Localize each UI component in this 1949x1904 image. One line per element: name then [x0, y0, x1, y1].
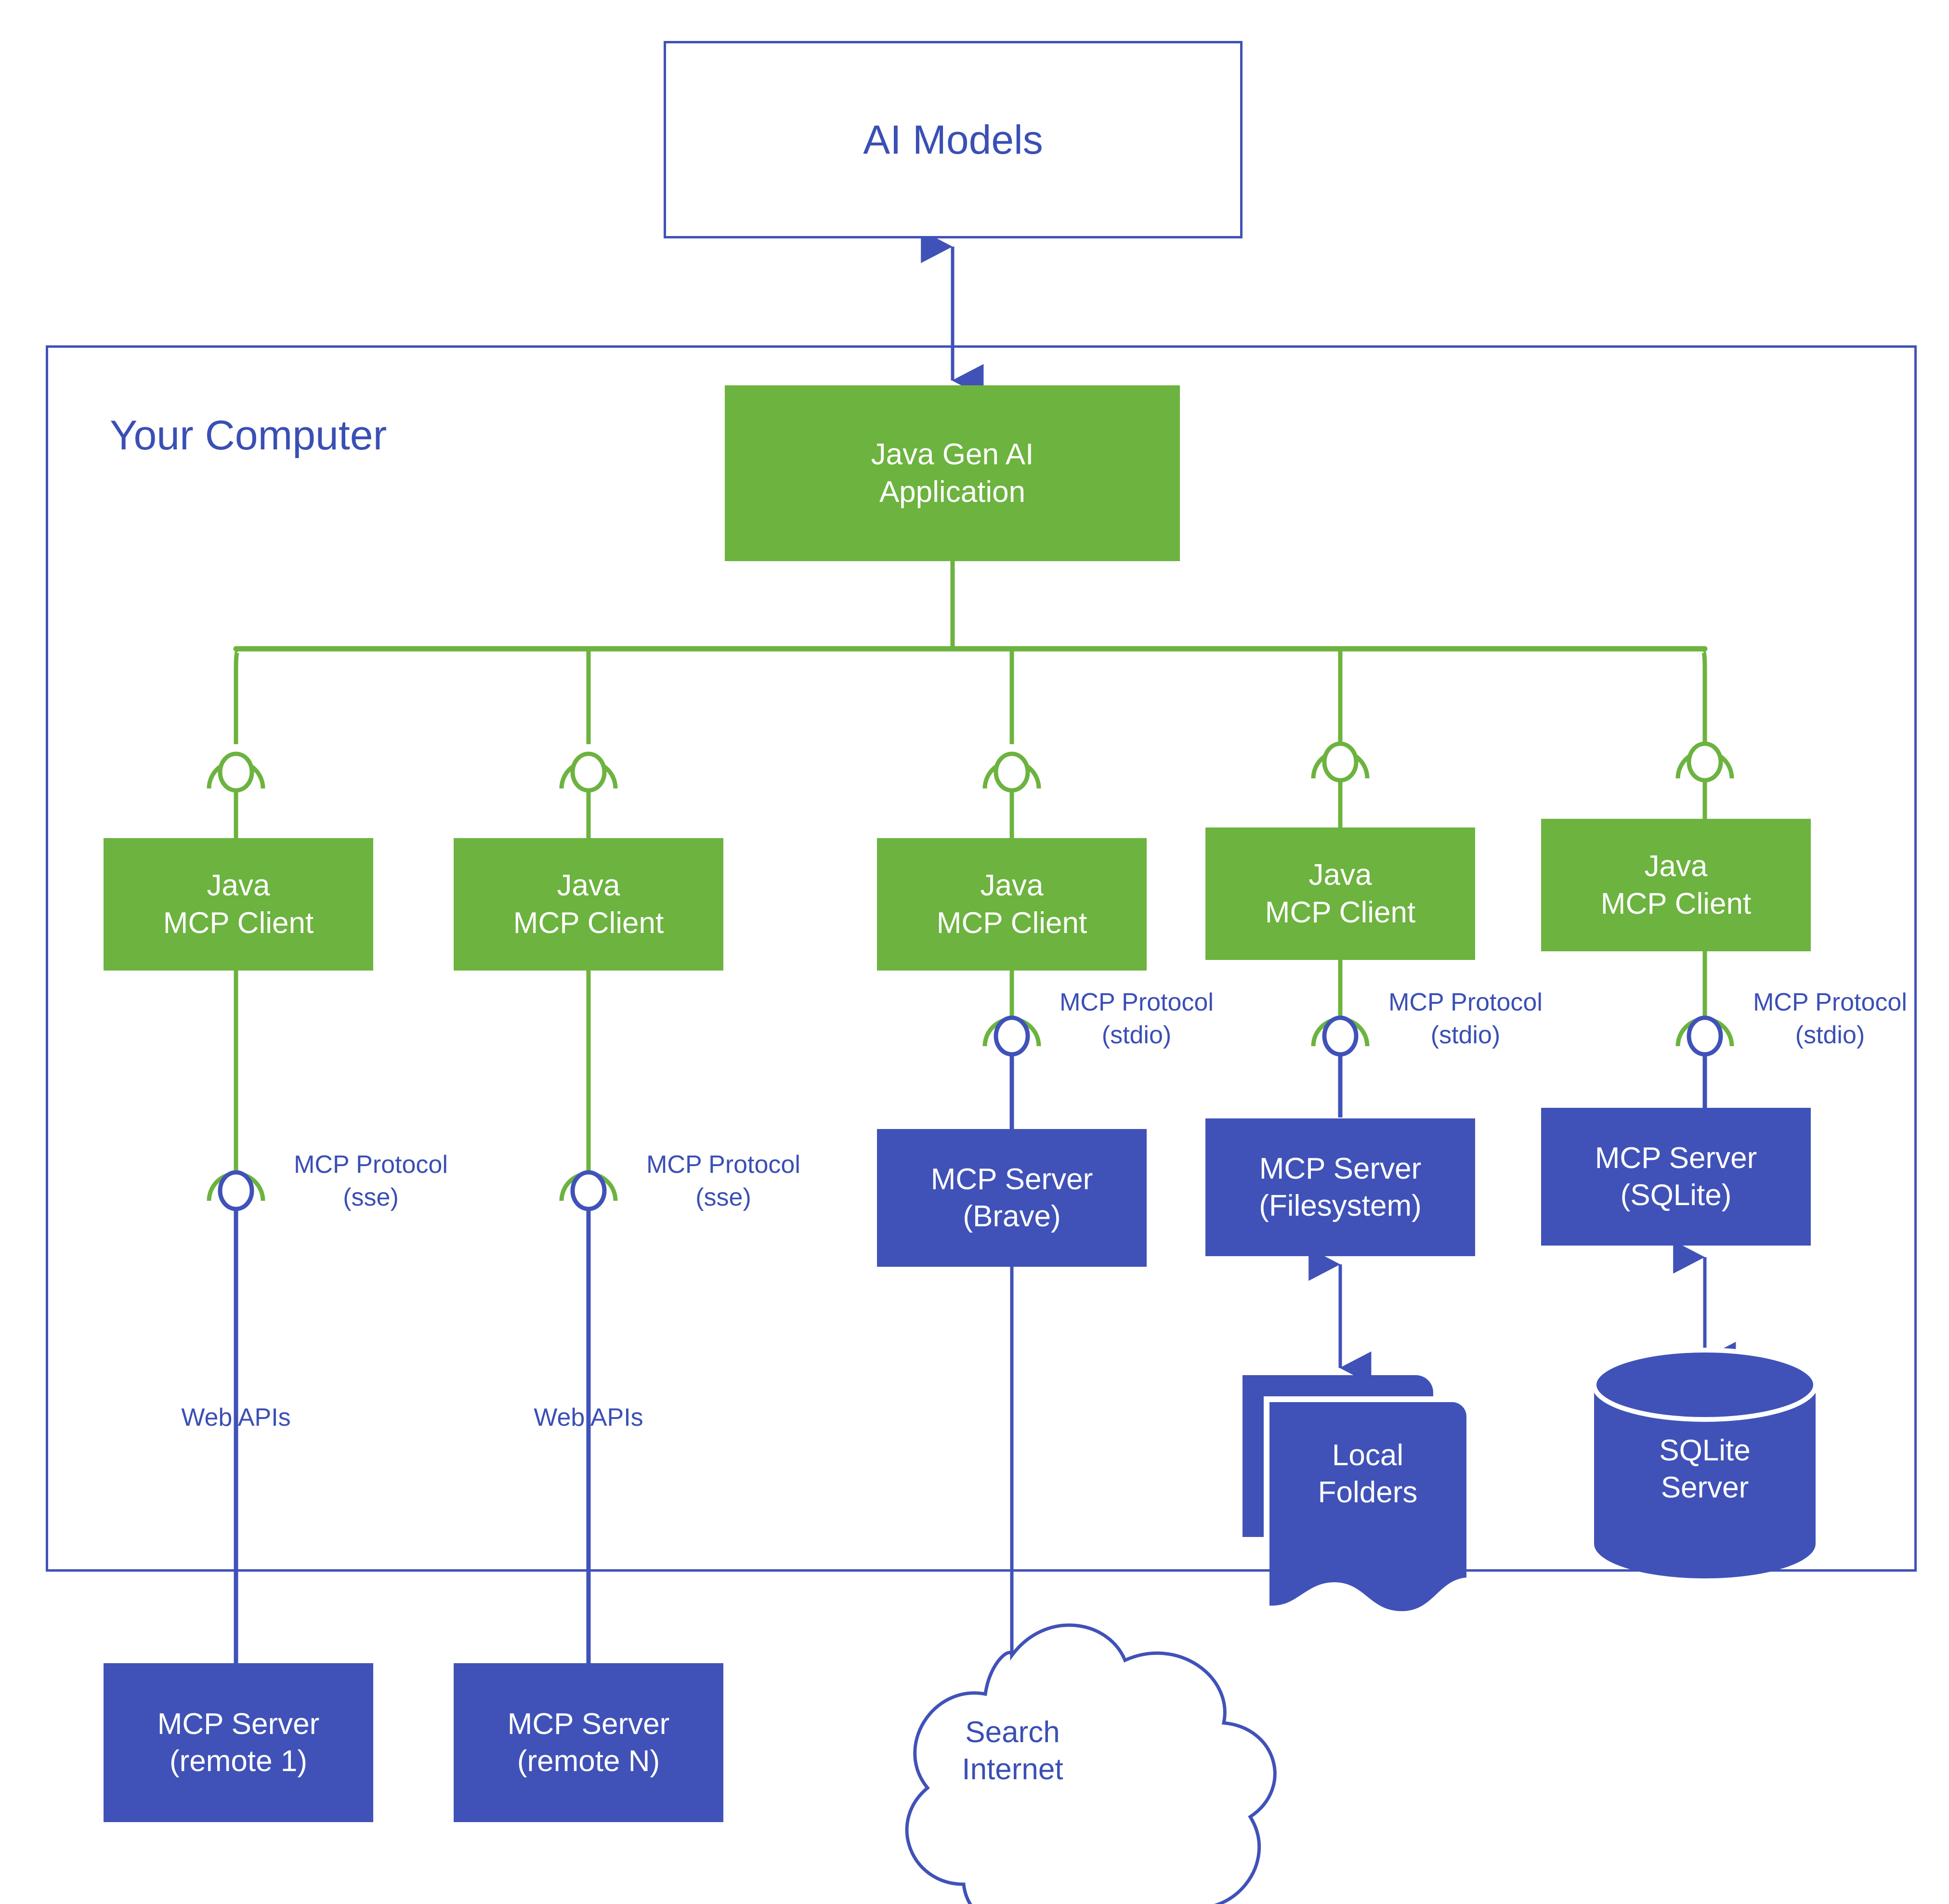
- server-brave-label: MCP Server (Brave): [930, 1162, 1093, 1234]
- java-mcp-client-5[interactable]: Java MCP Client: [1541, 819, 1811, 951]
- ball-socket-connector-client-3: [982, 751, 1041, 838]
- ball-socket-connector-client-5: [1675, 741, 1734, 819]
- ai-models-box[interactable]: AI Models: [664, 41, 1243, 238]
- application-label: Java Gen AI Application: [871, 438, 1034, 509]
- protocol-label-2: MCP Protocol (sse): [646, 1151, 800, 1211]
- java-gen-ai-application-box[interactable]: Java Gen AI Application: [725, 385, 1180, 561]
- local-folders-label-wrap: Local Folders: [1267, 1397, 1469, 1551]
- mcp-server-sqlite[interactable]: MCP Server (SQLite): [1541, 1108, 1811, 1246]
- edge-client2-remoteN: [559, 971, 618, 1663]
- client-1-label: Java MCP Client: [163, 869, 314, 940]
- mcp-server-brave[interactable]: MCP Server (Brave): [877, 1129, 1147, 1267]
- web-apis-label-1: Web APIs: [181, 1404, 291, 1431]
- folder-stack-icon: [1243, 1375, 1472, 1617]
- mcp-server-remote-n[interactable]: MCP Server (remote N): [454, 1663, 723, 1822]
- web-apis-label-2: Web APIs: [534, 1404, 643, 1431]
- client-4-label: Java MCP Client: [1265, 858, 1416, 929]
- protocol-label-5: MCP Protocol (stdio): [1753, 988, 1907, 1049]
- your-computer-container: [46, 345, 1917, 1572]
- server-filesystem-label: MCP Server (Filesystem): [1259, 1152, 1422, 1223]
- search-internet-label: Search Internet: [962, 1715, 1063, 1786]
- sqlite-server-label: SQLite Server: [1659, 1433, 1751, 1505]
- client-3-label: Java MCP Client: [936, 869, 1087, 940]
- edge-client1-remote1: [207, 971, 265, 1663]
- edge-application-bus: [233, 561, 1708, 744]
- server-sqlite-label: MCP Server (SQLite): [1595, 1141, 1757, 1212]
- mcp-server-filesystem[interactable]: MCP Server (Filesystem): [1205, 1118, 1475, 1256]
- ball-socket-connector-client-2: [559, 751, 618, 838]
- protocol-label-3: MCP Protocol (stdio): [1060, 988, 1214, 1049]
- edge-client5-sqlite: [1675, 951, 1734, 1108]
- cloud-icon: [905, 1623, 1277, 1904]
- your-computer-label: Your Computer: [110, 412, 387, 459]
- edge-client4-filesystem: [1311, 960, 1370, 1117]
- search-internet-label-wrap: Search Internet: [881, 1671, 1144, 1830]
- client-2-label: Java MCP Client: [513, 869, 664, 940]
- protocol-label-4: MCP Protocol (stdio): [1388, 988, 1543, 1049]
- local-folders-label: Local Folders: [1318, 1438, 1418, 1510]
- protocol-label-1: MCP Protocol (sse): [294, 1151, 448, 1211]
- java-mcp-client-3[interactable]: Java MCP Client: [877, 838, 1147, 971]
- java-mcp-client-2[interactable]: Java MCP Client: [454, 838, 723, 971]
- ball-socket-connector-client-4: [1311, 741, 1370, 827]
- client-5-label: Java MCP Client: [1600, 850, 1752, 920]
- server-remote-1-label: MCP Server (remote 1): [157, 1707, 320, 1778]
- server-remote-n-label: MCP Server (remote N): [507, 1707, 670, 1778]
- edge-client3-brave: [982, 971, 1041, 1129]
- java-mcp-client-1[interactable]: Java MCP Client: [104, 838, 373, 971]
- ball-socket-connector-client-1: [207, 751, 265, 838]
- database-cylinder-icon: [1592, 1348, 1818, 1578]
- sqlite-server-label-wrap: SQLite Server: [1599, 1392, 1811, 1546]
- ai-models-label: AI Models: [863, 117, 1043, 162]
- mcp-server-remote-1[interactable]: MCP Server (remote 1): [104, 1663, 373, 1822]
- java-mcp-client-4[interactable]: Java MCP Client: [1205, 827, 1475, 960]
